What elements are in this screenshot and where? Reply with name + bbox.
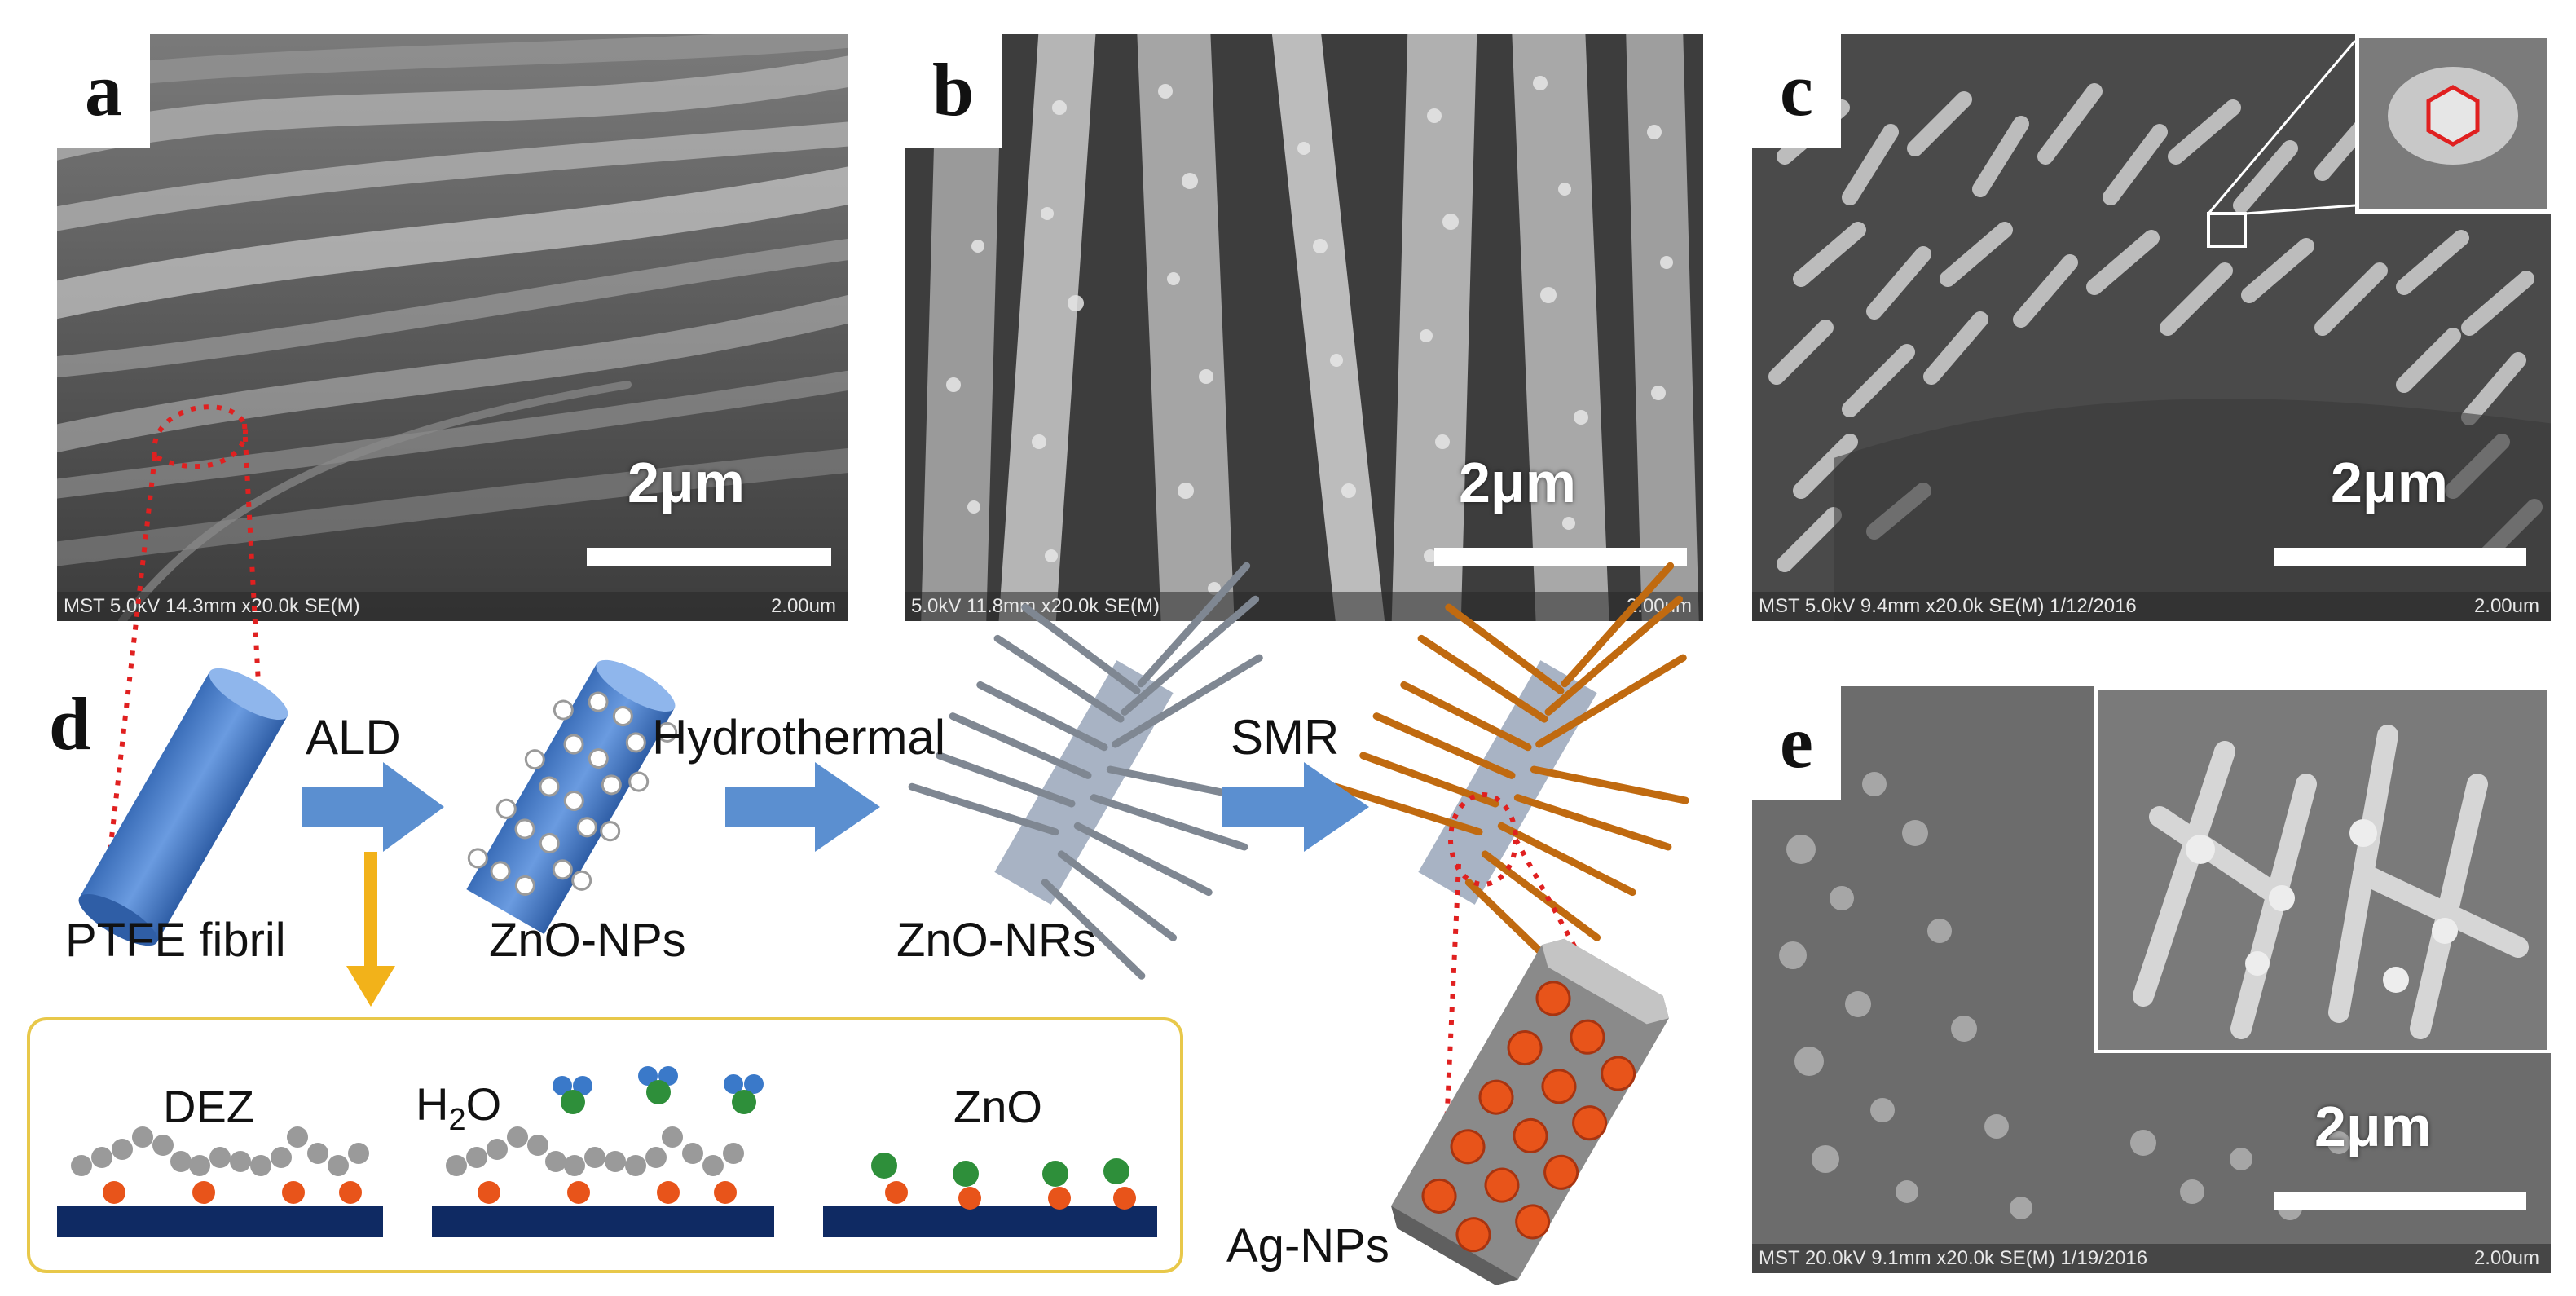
panel-label-e: e [1752, 686, 1841, 800]
dez-label: DEZ [163, 1081, 254, 1132]
step-smr-label: SMR [1231, 710, 1340, 765]
sem-info-c: MST 5.0kV 9.4mm x20.0k SE(M) 1/12/2016 2.… [1752, 592, 2551, 621]
callout-dotted-a [108, 404, 263, 853]
h2o-label-o: O [465, 1078, 502, 1130]
ag-nanorod-brush [1332, 562, 1689, 980]
sem-panel-b: b 2μm 5.0kV 11.8mm x20.0k SE(M)2.00um [905, 34, 1703, 621]
sem-panel-e: e 2μm MST 20.0kV 9.1mm x20.0k SE(M) 1/19… [1752, 686, 2551, 1273]
scale-label-e: 2μm [2314, 1095, 2432, 1158]
sem-info-left-a: MST 5.0kV 14.3mm x20.0k SE(M) [64, 595, 360, 617]
inset-hexagon-c [2355, 34, 2551, 214]
arrow-smr [1222, 762, 1369, 852]
panel-label-a: a [57, 34, 150, 148]
panel-label-d: d [49, 682, 91, 765]
step-ald-label: ALD [306, 710, 401, 765]
zno-nrs-label: ZnO-NRs [896, 914, 1096, 967]
arrow-ald [302, 762, 444, 852]
sem-info-left-c: MST 5.0kV 9.4mm x20.0k SE(M) 1/12/2016 [1759, 595, 2137, 617]
h2o-label: H2O [416, 1078, 501, 1138]
callout-dotted-ag [1440, 792, 1608, 1215]
scale-label-b: 2μm [1459, 451, 1576, 514]
zno-nanorod-brush [908, 562, 1266, 980]
yellow-arrow [346, 852, 395, 1007]
sem-info-e: MST 20.0kV 9.1mm x20.0k SE(M) 1/19/2016 2… [1752, 1244, 2551, 1273]
zno-nps-label: ZnO-NPs [489, 914, 686, 967]
sem-info-left-e: MST 20.0kV 9.1mm x20.0k SE(M) 1/19/2016 [1759, 1247, 2148, 1269]
sem-info-a: MST 5.0kV 14.3mm x20.0k SE(M) 2.00um [57, 592, 848, 621]
panel-label-b: b [905, 34, 1002, 148]
scale-bar-c [2274, 548, 2526, 566]
substrates [57, 1206, 1157, 1237]
inset-e [2094, 686, 2551, 1053]
panel-label-c: c [1752, 34, 1841, 148]
zno-step [871, 1153, 1136, 1210]
scale-bar-e [2274, 1192, 2526, 1210]
sem-panel-c: c 2μm MST 5.0kV 9.4mm x20.0k SE(M) 1/12/… [1752, 34, 2551, 621]
zno-label: ZnO [953, 1081, 1042, 1132]
dez-molecules [71, 1126, 369, 1204]
ag-np-rod [1391, 938, 1669, 1285]
sem-info-right-a: 2.00um [770, 595, 836, 617]
scale-label-c: 2μm [2331, 451, 2448, 514]
sem-info-right-e: 2.00um [2473, 1247, 2539, 1269]
arrow-hydrothermal [725, 762, 880, 852]
step-hydrothermal-label: Hydrothermal [652, 710, 946, 765]
ag-nps-label: Ag-NPs [1226, 1219, 1389, 1272]
zno-np-fibril [466, 659, 678, 935]
h2o-step [446, 1066, 764, 1204]
scale-bar-a [587, 548, 831, 566]
ptfe-fibril [78, 668, 288, 946]
scale-bar-b [1434, 548, 1687, 566]
scale-label-a: 2μm [627, 451, 745, 514]
process-arrows [302, 762, 1369, 852]
sem-info-right-c: 2.00um [2473, 595, 2539, 617]
h2o-label-h: H [416, 1078, 449, 1130]
h2o-label-sub: 2 [448, 1103, 466, 1138]
sem-panel-a: a 2μm MST 5.0kV 14.3mm x20.0k SE(M) 2.00u… [57, 34, 848, 621]
ptfe-fibril-label: PTFE fibril [65, 914, 286, 967]
